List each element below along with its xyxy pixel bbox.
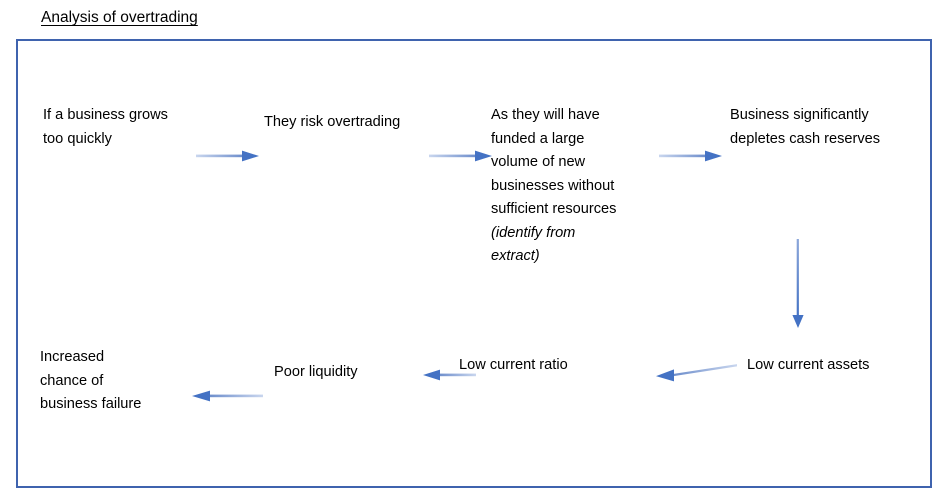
node-line: funded a large [491, 130, 585, 147]
flow-node-low-current-assets: Low current assets [747, 354, 927, 378]
node-line: Increased [40, 349, 105, 365]
node-line: business failure [40, 396, 142, 412]
flow-node-funded-large-volume: As they will have funded a large volume … [491, 104, 663, 269]
flow-node-business-failure: Increased chance of business failure [40, 346, 200, 417]
node-line: businesses without [491, 177, 615, 194]
node-line: depletes cash reserves [730, 130, 881, 147]
connector-arrow-right-2 [429, 149, 493, 163]
node-line: They risk overtrading [264, 114, 401, 130]
page-title: Analysis of overtrading [41, 9, 198, 26]
node-line: volume of new [491, 154, 586, 170]
node-line: Low current assets [747, 357, 870, 373]
node-line-italic: (identify from [491, 224, 576, 241]
node-line: Business significantly [730, 107, 869, 123]
node-line: Poor liquidity [274, 364, 358, 380]
node-line: Low current ratio [459, 357, 568, 373]
flowchart-frame: If a business grows too quickly They ris… [16, 39, 932, 488]
node-line: sufficient resources [491, 201, 617, 217]
flow-node-low-current-ratio: Low current ratio [459, 354, 634, 378]
node-line: If a business grows [43, 107, 168, 123]
connector-arrow-left-2 [422, 368, 476, 382]
connector-arrow-right-3 [659, 149, 723, 163]
flow-node-grows-too-quickly: If a business grows too quickly [43, 104, 223, 151]
node-line-italic: extract) [491, 248, 540, 264]
connector-arrow-down-1 [788, 239, 808, 329]
flow-node-poor-liquidity: Poor liquidity [274, 361, 424, 385]
node-line: As they will have [491, 107, 600, 123]
node-line: chance of [40, 372, 104, 389]
flow-node-risk-overtrading: They risk overtrading [264, 111, 454, 135]
node-line: too quickly [43, 130, 112, 147]
connector-arrow-left-1 [652, 363, 738, 383]
flow-node-depletes-cash-reserves: Business significantly depletes cash res… [730, 104, 920, 151]
connector-arrow-right-1 [196, 149, 260, 163]
connector-arrow-left-3 [191, 389, 263, 403]
